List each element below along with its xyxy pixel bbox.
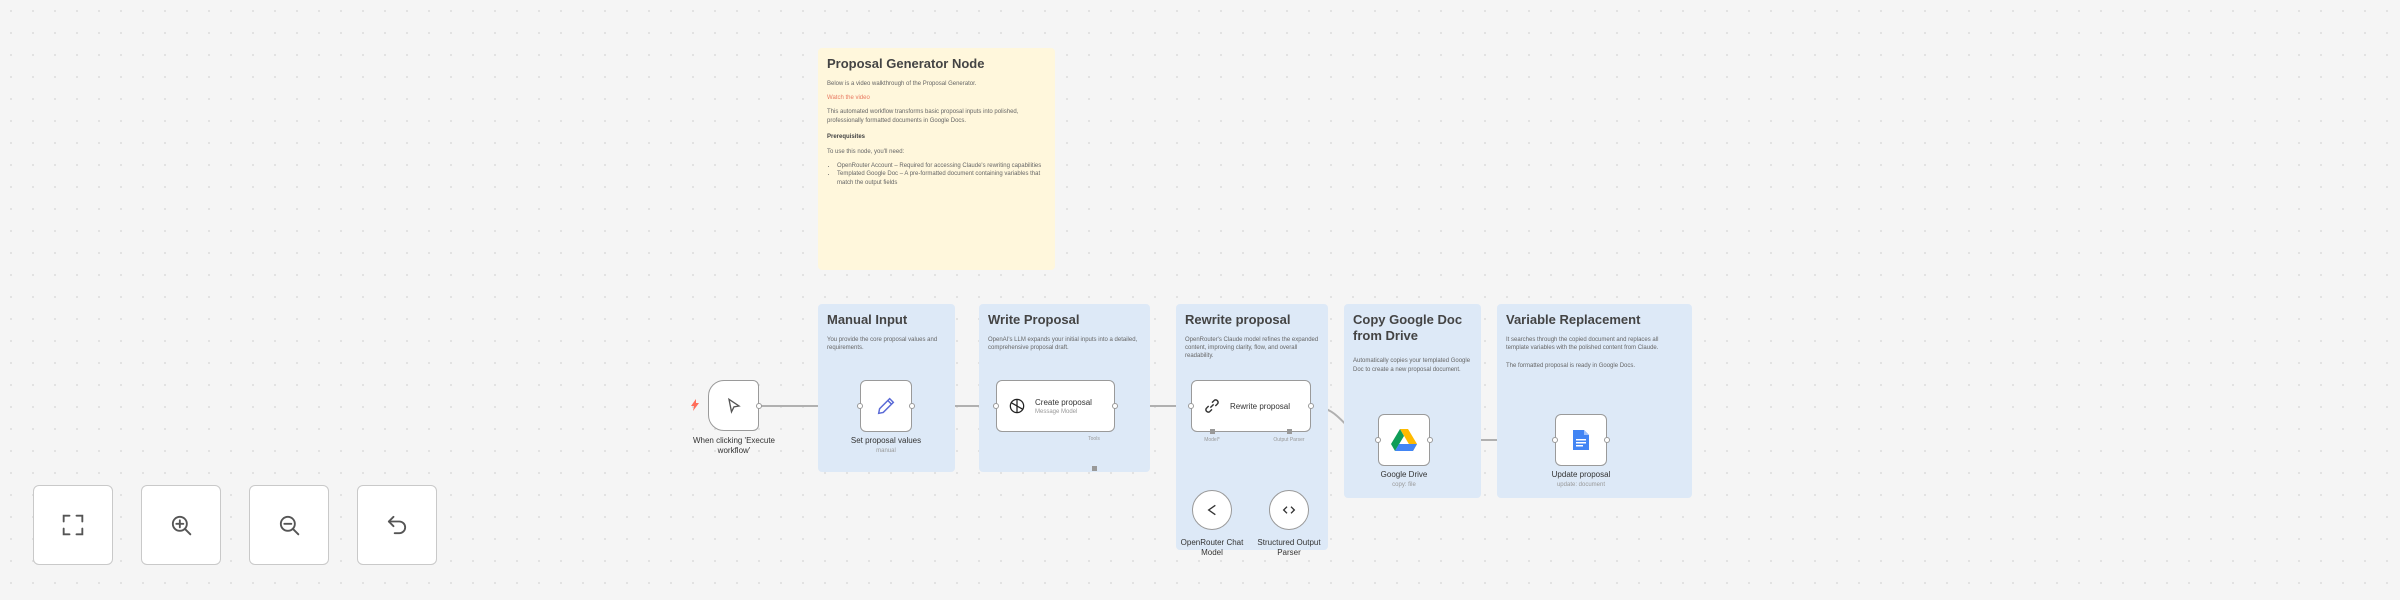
cursor-click-icon: [727, 397, 741, 414]
output-port[interactable]: [756, 403, 762, 409]
prerequisite-item: OpenRouter Account – Required for access…: [837, 162, 1046, 170]
create-proposal-title: Create proposal: [1035, 397, 1092, 407]
chat-model-label: OpenRouter Chat Model: [1180, 538, 1244, 557]
prerequisites-heading: Prerequisites: [827, 134, 866, 141]
openrouter-icon: [1207, 504, 1216, 516]
output-port[interactable]: [1308, 403, 1314, 409]
intro-sticky-note[interactable]: Proposal Generator Node Below is a video…: [818, 48, 1055, 270]
copy-doc-title: Copy Google Doc from Drive: [1353, 312, 1463, 343]
variable-replacement-desc2: The formatted proposal is ready in Googl…: [1506, 363, 1636, 370]
rewrite-proposal-desc: OpenRouter's Claude model refines the ex…: [1185, 336, 1319, 360]
intro-note-line1: Below is a video walkthrough of the Prop…: [827, 80, 977, 87]
input-port[interactable]: [1375, 437, 1381, 443]
google-drive-icon: [1391, 429, 1417, 451]
model-port[interactable]: [1210, 429, 1215, 434]
prerequisites-list: OpenRouter Account – Required for access…: [827, 162, 1046, 187]
output-parser-port[interactable]: [1287, 429, 1292, 434]
update-proposal-label: Update proposal: [1551, 470, 1611, 479]
output-port[interactable]: [1604, 437, 1610, 443]
copy-doc-note[interactable]: Copy Google Doc from Drive Automatically…: [1344, 304, 1481, 498]
update-proposal-node[interactable]: [1555, 414, 1607, 466]
output-port[interactable]: [909, 403, 915, 409]
fit-view-icon: [62, 514, 84, 536]
prerequisites-intro: To use this node, you'll need:: [827, 148, 905, 155]
variable-replacement-title: Variable Replacement: [1506, 312, 1641, 327]
rewrite-proposal-title: Rewrite proposal: [1185, 312, 1291, 327]
watch-video-link[interactable]: Watch the video: [827, 94, 870, 101]
input-port[interactable]: [857, 403, 863, 409]
output-parser-port-label: Output Parser: [1273, 437, 1305, 443]
structured-output-parser-node[interactable]: [1269, 490, 1309, 530]
google-docs-icon: [1573, 430, 1589, 450]
zoom-in-button[interactable]: [141, 485, 221, 565]
prerequisite-item: Templated Google Doc – A pre-formatted d…: [837, 170, 1046, 187]
set-proposal-values-node[interactable]: [860, 380, 912, 432]
tools-port[interactable]: [1092, 466, 1097, 471]
openrouter-chat-model-node[interactable]: [1192, 490, 1232, 530]
tools-port-label: Tools: [1088, 436, 1100, 442]
zoom-out-icon: [279, 515, 300, 536]
parser-label: Structured Output Parser: [1257, 538, 1321, 557]
output-port[interactable]: [1112, 403, 1118, 409]
rewrite-proposal-node-title: Rewrite proposal: [1230, 401, 1291, 411]
input-port[interactable]: [1552, 437, 1558, 443]
zoom-out-button[interactable]: [249, 485, 329, 565]
create-proposal-node[interactable]: Create proposal Message Model: [996, 380, 1115, 432]
google-drive-node[interactable]: [1378, 414, 1430, 466]
reset-zoom-button[interactable]: [357, 485, 437, 565]
model-port-label: Model*: [1204, 437, 1220, 443]
manual-input-title: Manual Input: [827, 312, 908, 327]
update-proposal-sublabel: update: document: [1556, 482, 1606, 488]
input-port[interactable]: [993, 403, 999, 409]
pencil-icon: [877, 397, 895, 415]
output-port[interactable]: [1427, 437, 1433, 443]
intro-note-line2: This automated workflow transforms basic…: [827, 109, 1019, 124]
fit-view-button[interactable]: [33, 485, 113, 565]
write-proposal-title: Write Proposal: [988, 312, 1080, 327]
input-port[interactable]: [1188, 403, 1194, 409]
manual-trigger-node[interactable]: [708, 380, 759, 431]
intro-note-title: Proposal Generator Node: [827, 56, 985, 71]
variable-replacement-desc1: It searches through the copied document …: [1506, 336, 1659, 351]
set-node-sublabel: manual: [876, 448, 896, 454]
set-node-label: Set proposal values: [850, 436, 922, 445]
openai-icon: [1009, 398, 1025, 414]
zoom-in-icon: [171, 515, 192, 536]
google-drive-label: Google Drive: [1380, 470, 1428, 479]
rewrite-proposal-node[interactable]: Rewrite proposal: [1191, 380, 1311, 432]
copy-doc-desc: Automatically copies your templated Goog…: [1353, 358, 1471, 373]
reset-zoom-icon: [387, 515, 407, 535]
write-proposal-desc: OpenAI's LLM expands your initial inputs…: [988, 336, 1138, 351]
trigger-label: When clicking 'Execute workflow': [692, 436, 775, 455]
code-brackets-icon: [1282, 506, 1296, 514]
manual-input-desc: You provide the core proposal values and…: [827, 336, 938, 351]
create-proposal-sub: Message Model: [1035, 408, 1078, 415]
chain-link-icon: [1205, 399, 1219, 413]
google-drive-sublabel: copy: file: [1392, 482, 1416, 488]
trigger-bolt-icon: [691, 399, 699, 411]
variable-replacement-note[interactable]: Variable Replacement It searches through…: [1497, 304, 1692, 498]
